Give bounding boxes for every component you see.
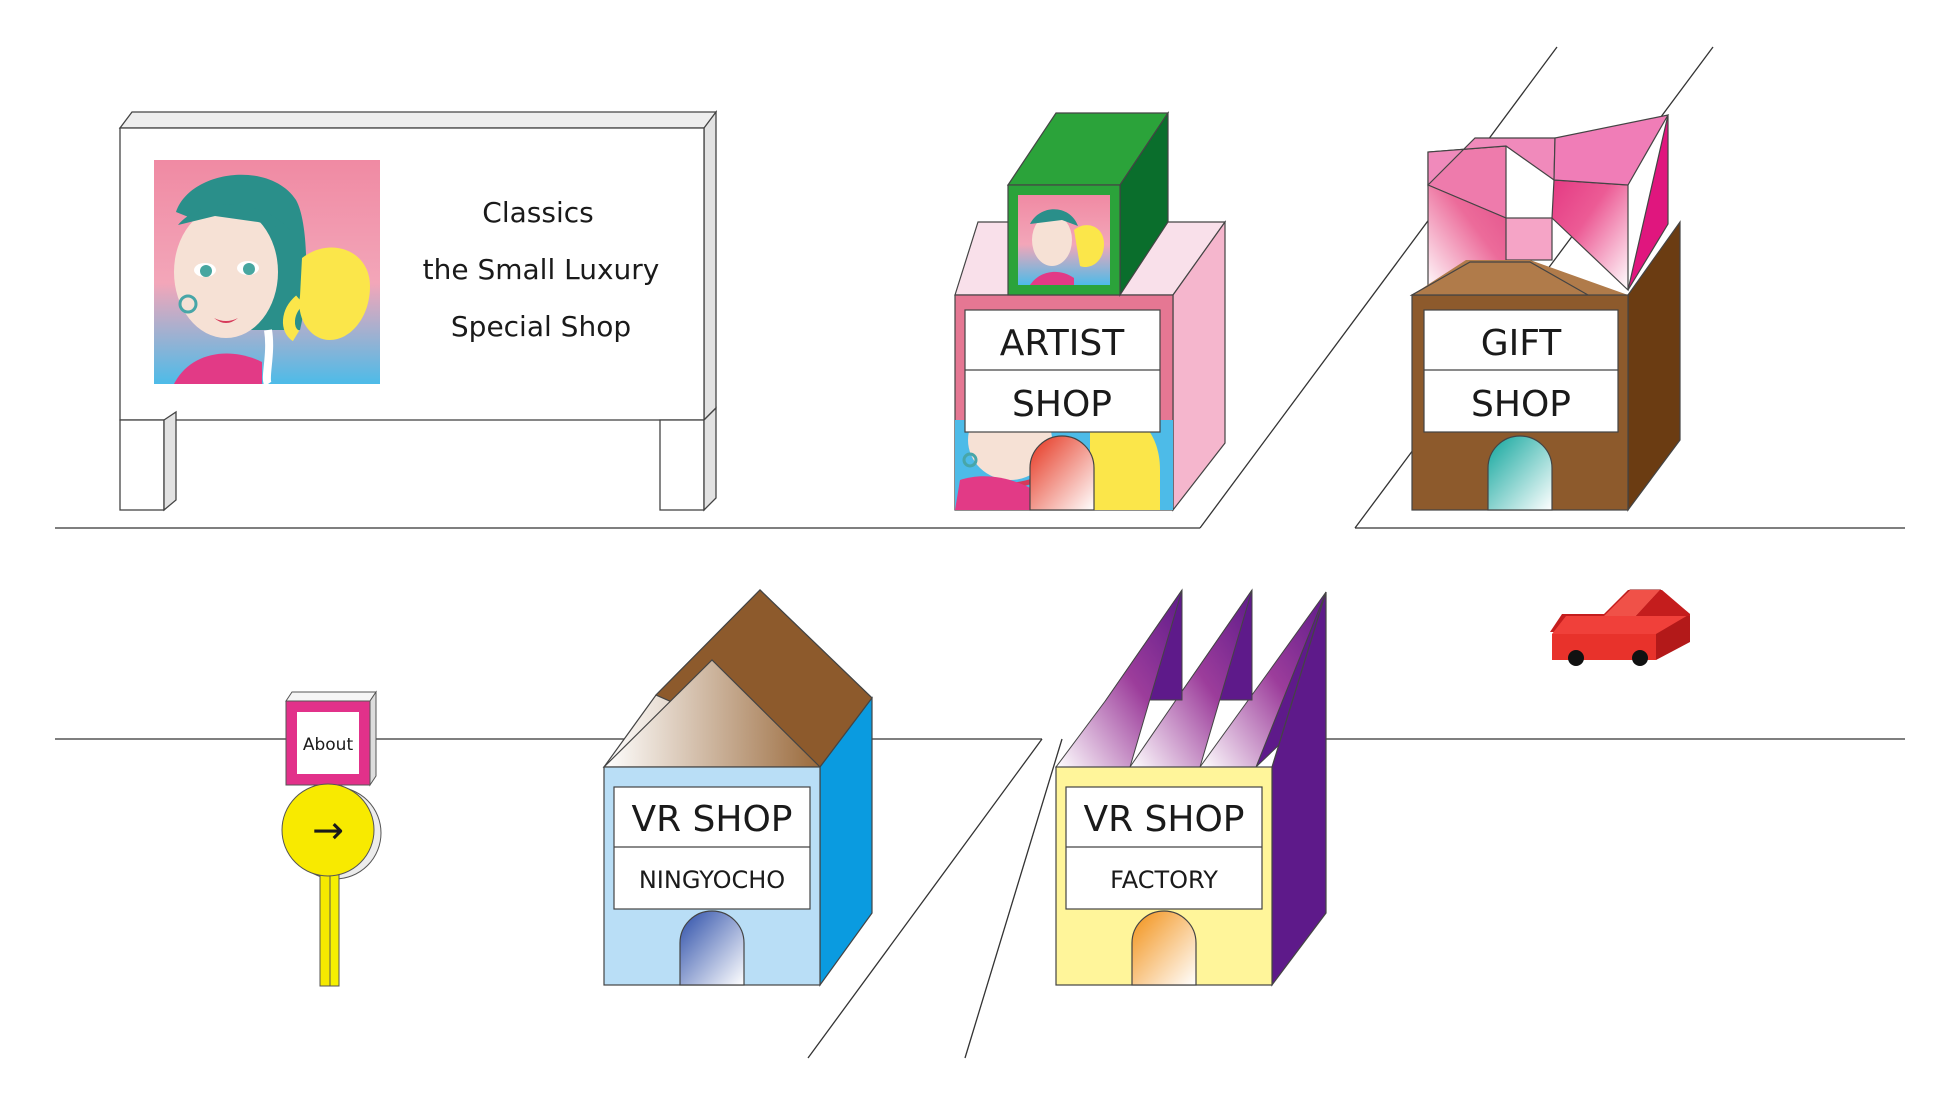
billboard[interactable]: Classics the Small Luxury Special Shop: [118, 110, 718, 512]
artist-shop-door[interactable]: [1029, 435, 1095, 511]
car-wheel-back: [1632, 650, 1648, 666]
billboard-line-2: the Small Luxury: [423, 253, 660, 286]
gift-shop-sign: [1423, 309, 1619, 433]
vr-shop-ningyocho-building[interactable]: VR SHOP NINGYOCHO: [602, 589, 873, 987]
vr-ningyocho-sign-line-2: NINGYOCHO: [639, 866, 785, 894]
artist-shop-sign: [964, 309, 1161, 433]
gift-shop-building[interactable]: GIFT SHOP: [1409, 114, 1681, 512]
about-arrow-button[interactable]: [281, 783, 375, 877]
vr-factory-sign: [1065, 786, 1263, 910]
artist-shop-top-portrait: [1018, 195, 1110, 285]
artist-shop-sign-line-2: SHOP: [1012, 384, 1112, 425]
artist-shop-building[interactable]: ARTIST SHOP: [954, 111, 1227, 512]
about-arrow-icon: →: [312, 808, 344, 852]
billboard-line-3: Special Shop: [451, 310, 631, 343]
billboard-line-1: Classics: [482, 196, 593, 229]
gift-shop-sign-line-2: SHOP: [1471, 384, 1571, 425]
vr-factory-sign-line-2: FACTORY: [1110, 866, 1218, 894]
vr-ningyocho-sign: [613, 786, 811, 910]
about-signpost[interactable]: About →: [281, 690, 382, 987]
vr-ningyocho-door[interactable]: [679, 910, 745, 986]
billboard-portrait-illustration: [154, 160, 380, 387]
artist-shop-sign-line-1: ARTIST: [1000, 323, 1125, 364]
vr-factory-sign-line-1: VR SHOP: [1083, 799, 1244, 840]
gift-shop-sign-line-1: GIFT: [1481, 323, 1563, 364]
gift-shop-door[interactable]: [1487, 435, 1553, 511]
gift-shop-ribbon: [1427, 114, 1670, 293]
vr-ningyocho-sign-line-1: VR SHOP: [631, 799, 792, 840]
red-car[interactable]: [1550, 589, 1690, 666]
vr-factory-door[interactable]: [1131, 910, 1197, 986]
vr-shop-factory-building[interactable]: VR SHOP FACTORY: [1055, 588, 1327, 987]
car-wheel-front: [1568, 650, 1584, 666]
about-sign-label: About: [303, 735, 354, 755]
